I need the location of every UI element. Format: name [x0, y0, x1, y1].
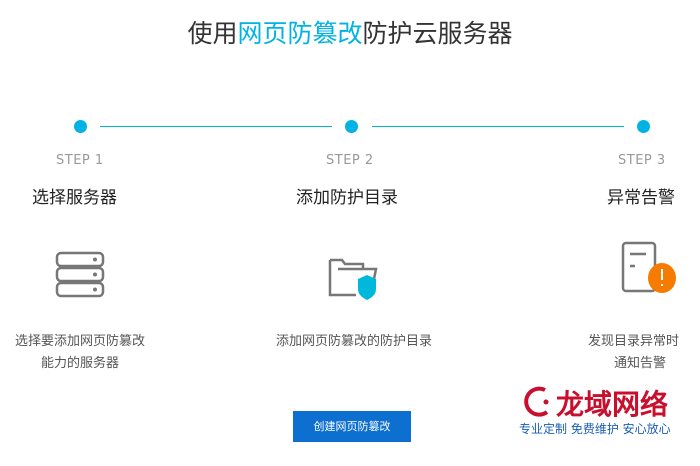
step-description: 选择要添加网页防篡改能力的服务器 [0, 331, 160, 375]
desc-line: 选择要添加网页防篡改 [14, 334, 145, 349]
step-connector [372, 126, 624, 127]
create-tamper-protection-button[interactable]: 创建网页防篡改 [293, 411, 411, 442]
step-name: 选择服务器 [32, 188, 117, 208]
step-1-dot [74, 120, 87, 133]
server-icon [55, 251, 105, 298]
desc-line: 添加网页防篡改的防护目录 [275, 334, 432, 349]
desc-line: 通知告警 [614, 356, 667, 371]
folder-shield-icon [328, 258, 378, 300]
step-2-dot [345, 120, 358, 133]
title-highlight: 网页防篡改 [237, 19, 363, 48]
step-label: STEP 1 [56, 153, 104, 168]
document-alert-icon [621, 241, 676, 293]
step-name: 异常告警 [607, 188, 675, 208]
step-name: 添加防护目录 [296, 188, 398, 208]
watermark-name: 龙域网络 [556, 388, 669, 421]
step-connector [100, 126, 332, 127]
title-pre: 使用 [187, 19, 238, 48]
step-label: STEP 2 [326, 153, 374, 168]
step-label: STEP 3 [618, 153, 666, 168]
desc-line: 发现目录异常时 [588, 334, 680, 349]
step-description: 添加网页防篡改的防护目录 [254, 331, 454, 353]
watermark-slogan: 专业定制 免费维护 安心放心 [519, 422, 671, 436]
step-3-dot [637, 120, 650, 133]
desc-line: 能力的服务器 [40, 356, 119, 371]
page-title: 使用网页防篡改防护云服务器 [0, 14, 700, 50]
step-description: 发现目录异常时通知告警 [588, 331, 700, 375]
title-post: 防护云服务器 [362, 19, 513, 48]
logo-dragon-icon [524, 386, 549, 417]
